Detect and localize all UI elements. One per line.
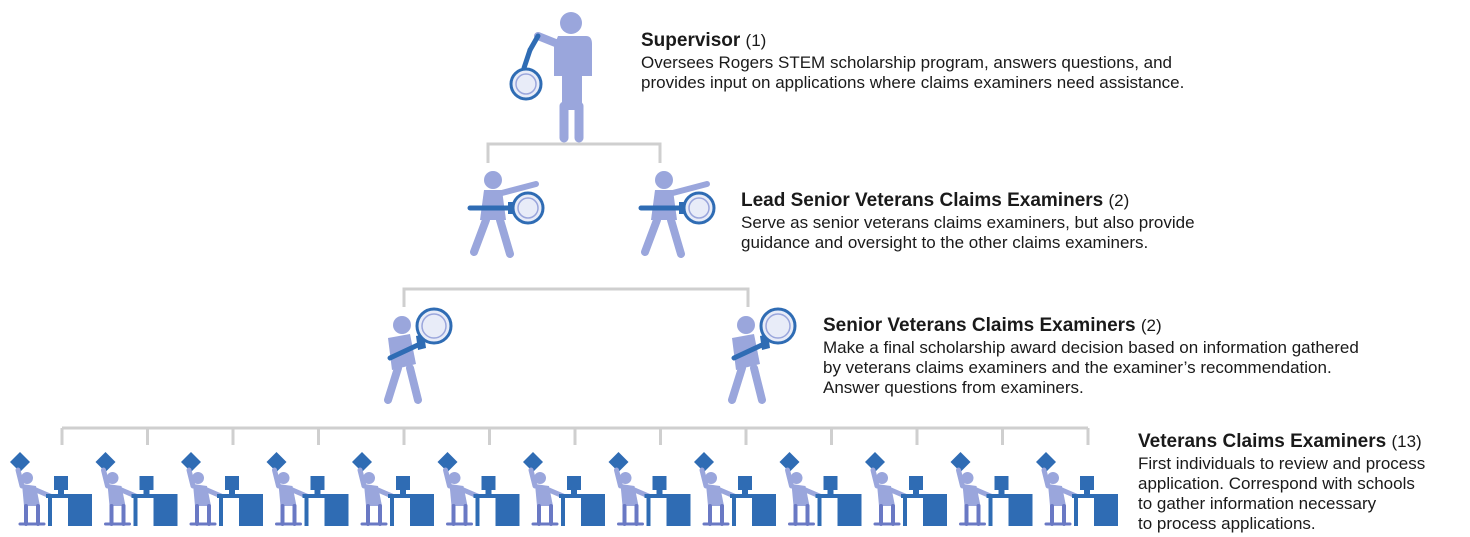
person-at-desk-icon: [95, 452, 178, 526]
person-carrying-magnifier-icon: [384, 307, 453, 404]
tier-title: Veterans Claims Examiners: [1138, 431, 1387, 452]
pointing-person-magnifier-icon: [467, 171, 545, 258]
tier-supervisor: Supervisor (1) Oversees Rogers STEM scho…: [641, 30, 1184, 93]
tier-description: First individuals to review and process …: [1138, 454, 1425, 534]
tier-description: Oversees Rogers STEM scholarship program…: [641, 53, 1184, 93]
description-line: by veterans claims examiners and the exa…: [823, 358, 1332, 377]
person-carrying-magnifier-icon: [728, 307, 797, 404]
hierarchy-connectors: [60, 142, 1090, 445]
description-line: Oversees Rogers STEM scholarship program…: [641, 53, 1173, 72]
description-line: guidance and oversight to the other clai…: [741, 233, 1149, 252]
tier-count: (2): [1108, 191, 1130, 210]
tier-count: (13): [1391, 432, 1422, 451]
tier-heading: Veterans Claims Examiners (13): [1138, 431, 1425, 453]
description-line: Answer questions from examiners.: [823, 378, 1084, 397]
tier-veterans-claims-examiners: Veterans Claims Examiners (13) First ind…: [1138, 431, 1425, 534]
tier-description: Make a final scholarship award decision …: [823, 338, 1359, 398]
person-at-desk-icon: [779, 452, 862, 526]
person-at-desk-icon: [1036, 452, 1118, 526]
tier-title: Senior Veterans Claims Examiners: [823, 315, 1136, 336]
tier-heading: Lead Senior Veterans Claims Examiners (2…: [741, 190, 1195, 212]
person-at-desk-icon: [266, 452, 349, 526]
tier-description: Serve as senior veterans claims examiner…: [741, 213, 1195, 253]
person-at-desk-icon: [10, 452, 92, 526]
tier-heading: Senior Veterans Claims Examiners (2): [823, 315, 1359, 337]
standing-person-magnifier-icon: [509, 12, 592, 143]
person-at-desk-icon: [694, 452, 776, 526]
description-line: to process applications.: [1138, 514, 1316, 533]
tier-count: (2): [1140, 316, 1162, 335]
description-line: Serve as senior veterans claims examiner…: [741, 213, 1195, 232]
person-at-desk-icon: [181, 452, 263, 526]
description-line: Make a final scholarship award decision …: [823, 338, 1359, 357]
description-line: application. Correspond with schools: [1138, 474, 1415, 493]
person-at-desk-icon: [608, 452, 691, 526]
tier-lead-senior-examiners: Lead Senior Veterans Claims Examiners (2…: [741, 190, 1195, 253]
description-line: provides input on applications where cla…: [641, 73, 1185, 92]
tier-heading: Supervisor (1): [641, 30, 1184, 52]
person-at-desk-icon: [437, 452, 520, 526]
tier-title: Lead Senior Veterans Claims Examiners: [741, 190, 1104, 211]
tier-title: Supervisor: [641, 30, 741, 51]
person-at-desk-icon: [950, 452, 1033, 526]
tier-count: (1): [745, 31, 767, 50]
person-at-desk-icon: [865, 452, 947, 526]
description-line: to gather information necessary: [1138, 494, 1377, 513]
person-at-desk-icon: [352, 452, 434, 526]
pointing-person-magnifier-icon: [638, 171, 716, 258]
description-line: First individuals to review and process: [1138, 454, 1426, 473]
tier-senior-examiners: Senior Veterans Claims Examiners (2) Mak…: [823, 315, 1359, 398]
person-at-desk-icon: [523, 452, 605, 526]
